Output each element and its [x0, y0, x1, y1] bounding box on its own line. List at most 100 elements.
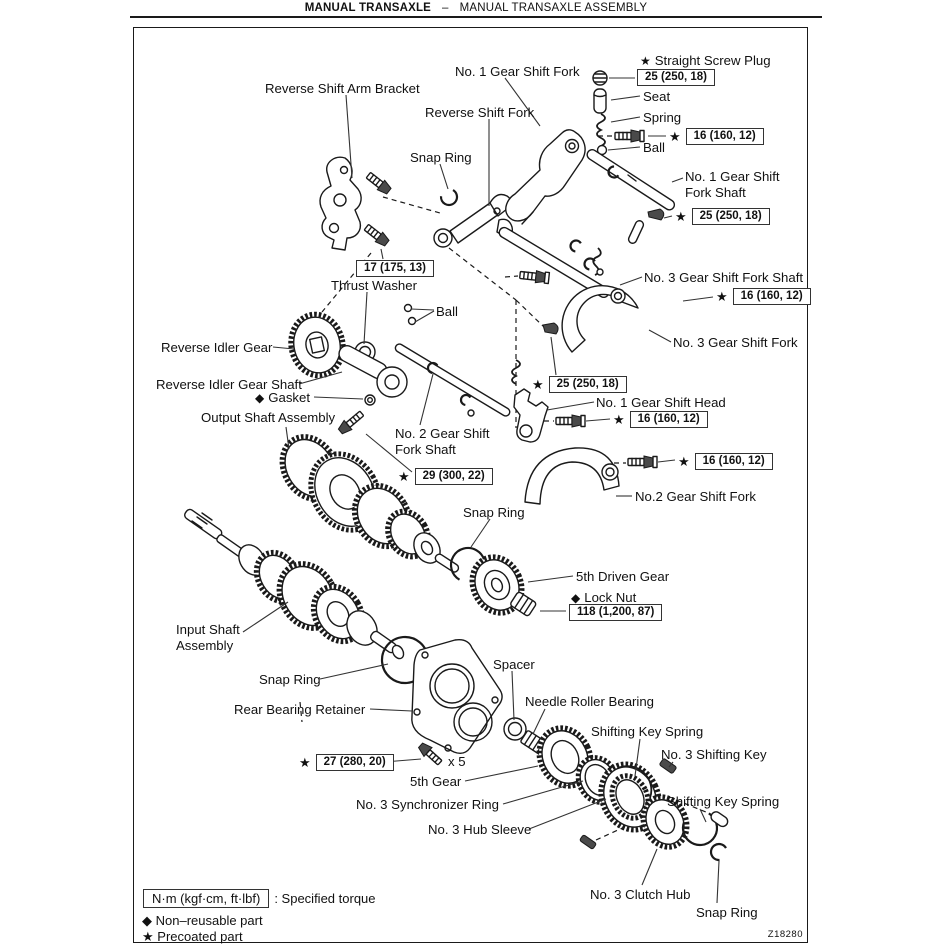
callout-snap-ring-input: Snap Ring [259, 672, 321, 687]
callout-output-shaft-assembly: Output Shaft Assembly [201, 410, 336, 425]
star-icon: ★ [678, 453, 690, 469]
straight-screw-plug-part [592, 70, 608, 86]
callout-fifth-gear: 5th Gear [410, 774, 462, 789]
star-icon: ★ [398, 468, 410, 484]
reverse-shift-fork-part [433, 193, 514, 248]
no1-gear-shift-head-part [513, 388, 549, 443]
callout-reverse-shift-fork: Reverse Shift Fork [425, 105, 535, 120]
header-dash: – [442, 2, 449, 14]
rear-bearing-retainer-part [411, 638, 503, 755]
callout-straight-screw-plug-text: Straight Screw Plug [654, 53, 771, 68]
bracket-bolt-lower [363, 224, 390, 247]
spring-part [596, 113, 606, 147]
callout-fifth-driven-gear: 5th Driven Gear [576, 569, 670, 584]
no3-shifting-key-part [659, 758, 677, 774]
header-subsection: MANUAL TRANSAXLE ASSEMBLY [459, 2, 648, 14]
callout-no3-gear-shift-fork: No. 3 Gear Shift Fork [673, 335, 798, 350]
retainer-bolt-x5 [417, 742, 443, 766]
callout-gasket-text: Gasket [268, 390, 311, 405]
torque-detent-bolt-top: ★16 (160, 12) [669, 128, 764, 145]
torque-no3-shaft-bolt: ★16 (160, 12) [716, 288, 811, 305]
lock-nut-part [510, 591, 537, 617]
no3-gear-shift-fork-part [561, 285, 639, 353]
diamond-icon: ◆ [255, 391, 265, 405]
legend-precoated-text: Precoated part [157, 929, 243, 944]
callout-gasket: ◆Gasket [255, 390, 310, 406]
legend-precoated: ★ Precoated part [142, 929, 243, 945]
torque-bracket-bolt: 17 (175, 13) [356, 260, 435, 277]
callout-no1-gear-shift-fork: No. 1 Gear Shift Fork [455, 64, 580, 79]
seat-part [593, 88, 607, 114]
star-icon: ★ [299, 754, 311, 770]
line1: Input Shaft [176, 622, 240, 637]
torque-value: 16 (160, 12) [629, 411, 708, 428]
callout-lock-nut: ◆Lock Nut [571, 590, 636, 606]
callout-reverse-idler-gear-shaft: Reverse Idler Gear Shaft [156, 377, 302, 392]
diamond-icon: ◆ [571, 591, 581, 605]
callout-reverse-shift-arm-bracket: Reverse Shift Arm Bracket [265, 81, 420, 96]
shifting-key-lower-part [579, 834, 597, 850]
torque-value: 25 (250, 18) [548, 376, 627, 393]
torque-value: 27 (280, 20) [315, 754, 394, 771]
torque-value: 25 (250, 18) [691, 208, 770, 225]
torque-no2-fork-bolt: ★16 (160, 12) [678, 453, 773, 470]
star-icon: ★ [640, 54, 651, 68]
torque-value: 25 (250, 18) [637, 69, 716, 86]
page-header: MANUAL TRANSAXLE–MANUAL TRANSAXLE ASSEMB… [130, 2, 822, 14]
legend-non-reusable: ◆ Non–reusable part [142, 913, 263, 929]
header-section: MANUAL TRANSAXLE [304, 2, 432, 14]
callout-reverse-idler-gear: Reverse Idler Gear [161, 340, 273, 355]
callout-x5: x 5 [448, 754, 466, 769]
spacer-part [503, 717, 527, 741]
star-icon: ★ [142, 929, 154, 944]
no2-fork-bolt [627, 455, 658, 469]
callout-snap-ring-bottom: Snap Ring [696, 905, 758, 920]
no1-shaft-plug-part [647, 208, 665, 221]
callout-straight-screw-plug: ★Straight Screw Plug [640, 53, 771, 69]
roller-pin-part [627, 220, 645, 244]
torque-value: 17 (175, 13) [356, 260, 435, 277]
star-icon: ★ [675, 208, 687, 224]
torque-lock-nut: 118 (1,200, 87) [569, 604, 663, 621]
callout-no3-synchronizer-ring: No. 3 Synchronizer Ring [356, 797, 499, 812]
input-shaft-assembly-part [184, 508, 405, 660]
callout-lock-nut-text: Lock Nut [584, 590, 637, 605]
head-bolt [555, 414, 586, 428]
torque-value: 16 (160, 12) [685, 128, 764, 145]
star-icon: ★ [716, 288, 728, 304]
no1-gear-shift-fork-part [505, 129, 586, 225]
detent-plug-mid [542, 322, 559, 335]
no2-gear-shift-fork-part [524, 447, 620, 505]
callout-no2-gear-shift-fork: No.2 Gear Shift Fork [635, 489, 756, 504]
shifting-key-spring-1-part [617, 765, 653, 799]
torque-no1-shaft-plug: ★25 (250, 18) [675, 208, 770, 225]
figure-frame [133, 27, 808, 943]
snap-ring-top-part [439, 187, 459, 207]
line2: Assembly [176, 638, 234, 653]
reverse-idler-gear-shaft-part [338, 345, 408, 398]
star-icon: ★ [669, 128, 681, 144]
torque-value: 118 (1,200, 87) [569, 604, 663, 621]
callout-ball-top: Ball [643, 140, 665, 155]
torque-value: 16 (160, 12) [732, 288, 811, 305]
reverse-shift-arm-bracket-part [319, 156, 362, 251]
callout-rear-bearing-retainer: Rear Bearing Retainer [234, 702, 366, 717]
no1-gear-shift-fork-shaft-part [586, 149, 676, 211]
no2-gear-shift-fork-shaft-part [394, 343, 511, 417]
torque-value: 16 (160, 12) [694, 453, 773, 470]
output-shaft-assembly-part [279, 434, 460, 573]
callout-no3-gear-shift-fork-shaft: No. 3 Gear Shift Fork Shaft [644, 270, 804, 285]
legend-torque-unit-box: N·m (kgf·cm, ft·lbf) [143, 889, 270, 908]
detent-spring-mid [511, 359, 521, 385]
torque-head-bolt: ★16 (160, 12) [613, 411, 708, 428]
callout-no3-shifting-key: No. 3 Shifting Key [661, 747, 767, 762]
torque-detent-plug-mid: ★25 (250, 18) [532, 376, 627, 393]
callout-shifting-key-spring-2: Shifting Key Spring [667, 794, 780, 809]
snap-ring-5th-part [449, 546, 487, 584]
torque-retainer-bolt: ★27 (280, 20) [299, 754, 394, 771]
leader-lines [242, 77, 720, 904]
